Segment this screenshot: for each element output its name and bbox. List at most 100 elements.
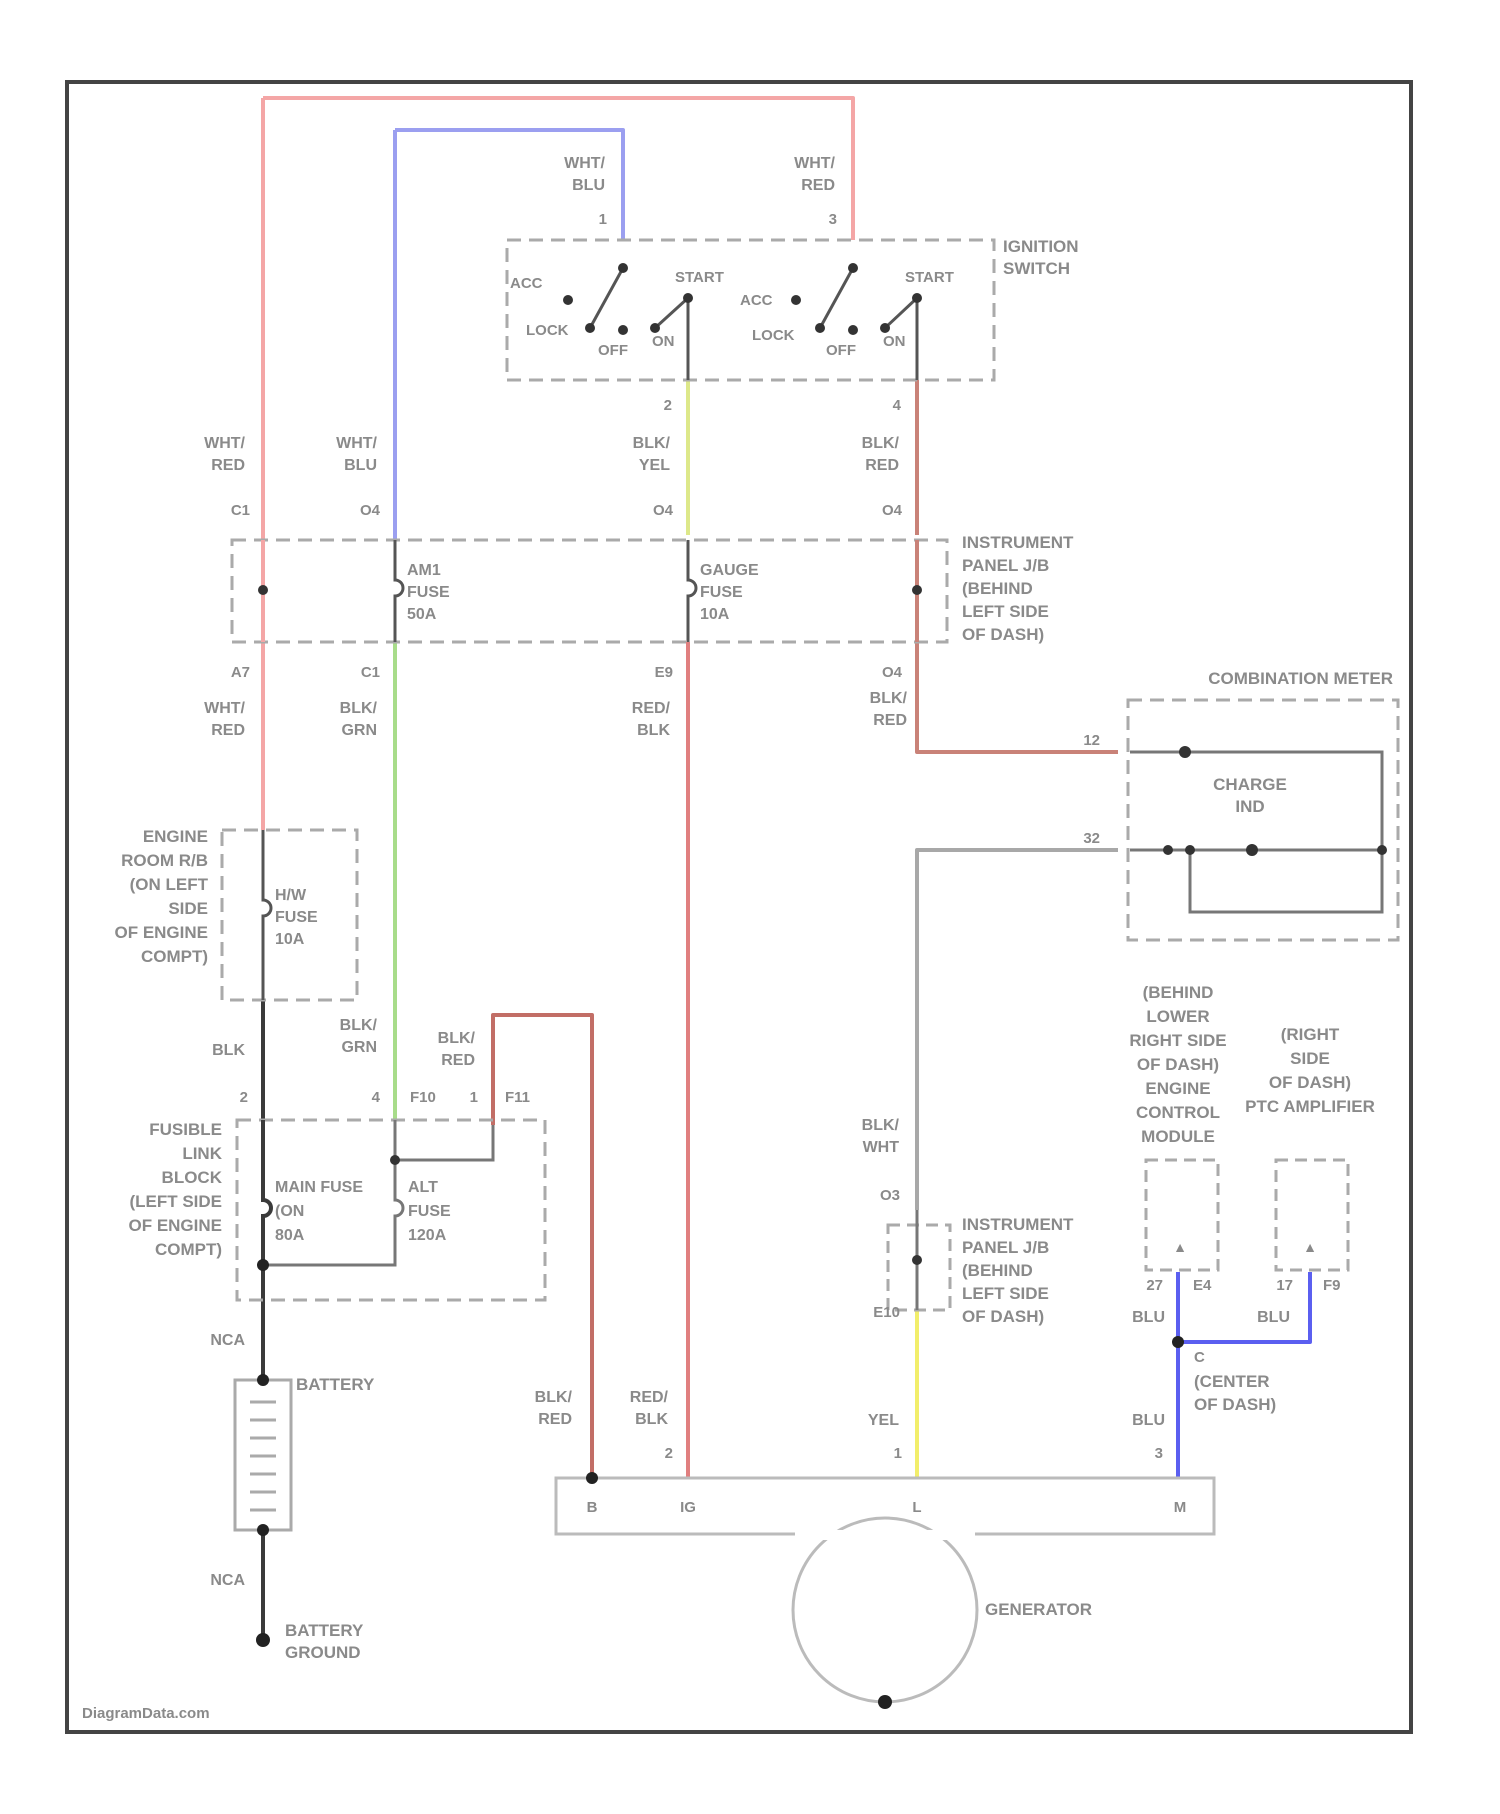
ptc-amplifier-label: OF DASH) [1269, 1073, 1351, 1092]
center-of-dash-label: OF DASH) [1194, 1395, 1276, 1414]
battery [235, 1374, 291, 1536]
wire-label-red-blk-bottom: BLK [635, 1411, 668, 1428]
instrument-panel-jb-top-label: INSTRUMENT [962, 533, 1074, 552]
wire-label-yel: YEL [868, 1412, 899, 1429]
generator-label: GENERATOR [985, 1600, 1092, 1619]
instrument-panel-jb-top-label: PANEL J/B [962, 556, 1049, 575]
wire-label-blk-wht: WHT [863, 1139, 900, 1156]
wire-label-nca-bottom: NCA [210, 1572, 245, 1589]
wire-label-wht-red-mid: RED [211, 722, 245, 739]
pin-e10: E10 [873, 1304, 900, 1321]
wire-label-blk-grn-low: BLK/ [340, 1017, 378, 1034]
watermark-text: DiagramData.com [82, 1705, 210, 1722]
wire-label-wht-red-top: WHT/ [204, 435, 245, 452]
pin-4-fl: 4 [372, 1089, 381, 1106]
wire-label-blk-red-bottom: BLK/ [535, 1389, 573, 1406]
wire-label-red-blk-bottom: RED/ [630, 1389, 669, 1406]
fusible-link-block-label: COMPT) [155, 1240, 222, 1259]
hiw-fuse-label: H/W [275, 887, 307, 904]
pin-o4-b: O4 [653, 502, 674, 519]
pin-sw2: 2 [664, 397, 672, 414]
wire-label-wht-red-top: RED [211, 457, 245, 474]
switch-start-right: START [905, 269, 954, 286]
instrument-panel-jb-top-label: (BEHIND [962, 579, 1033, 598]
pin-o3: O3 [880, 1187, 900, 1204]
wire-label-nca-top: NCA [210, 1332, 245, 1349]
svg-text:▲: ▲ [1303, 1239, 1317, 1255]
instrument-panel-jb-bottom [888, 1210, 950, 1310]
wire-label-blk-red-mid: BLK/ [870, 690, 908, 707]
switch-off-right: OFF [826, 342, 856, 359]
fusible-link-block-label: LINK [182, 1144, 222, 1163]
engine-room-rb-label: COMPT) [141, 947, 208, 966]
gen-terminal-ig: IG [680, 1499, 696, 1516]
engine-room-rb-label: ROOM R/B [121, 851, 208, 870]
engine-control-module-label: CONTROL [1136, 1103, 1220, 1122]
wire-label-red-blk-mid: BLK [637, 722, 670, 739]
ptc-amplifier-label: (RIGHT [1281, 1025, 1340, 1044]
svg-text:▲: ▲ [1173, 1239, 1187, 1255]
instrument-panel-jb-top [232, 540, 947, 642]
splice-center-of-dash [1172, 1336, 1184, 1348]
instrument-panel-jb-bottom-label: OF DASH) [962, 1307, 1044, 1326]
pin-f11: F11 [505, 1089, 530, 1106]
pin-sw3: 3 [829, 211, 837, 228]
pin-12: 12 [1083, 732, 1100, 749]
engine-room-rb-label: SIDE [168, 899, 208, 918]
pin-o4-a: O4 [360, 502, 381, 519]
wire-label-blk-grn-mid: BLK/ [340, 700, 378, 717]
wire-label-blu-right: BLU [1257, 1309, 1290, 1326]
ptc-amplifier-label: SIDE [1290, 1049, 1330, 1068]
wire-label-wht-blu-left: BLU [344, 457, 377, 474]
charge-ind-label: IND [1235, 797, 1264, 816]
pin-1-gen: 1 [894, 1445, 902, 1462]
ignition-switch-label: IGNITION [1003, 237, 1079, 256]
pin-o4-d: O4 [882, 664, 903, 681]
wire-label-wht-red-switch: WHT/ [794, 155, 835, 172]
battery-label: BATTERY [296, 1375, 375, 1394]
engine-room-rb-label: (ON LEFT [130, 875, 209, 894]
ignition-switch-label: SWITCH [1003, 259, 1070, 278]
engine-control-module-label: OF DASH) [1137, 1055, 1219, 1074]
engine-room-rb-label: OF ENGINE [114, 923, 208, 942]
gauge-fuse-label: GAUGE [700, 562, 759, 579]
instrument-panel-jb-bottom-label: PANEL J/B [962, 1238, 1049, 1257]
switch-lock-left: LOCK [526, 322, 569, 339]
pin-1-fl: 1 [470, 1089, 478, 1106]
gen-terminal-m: M [1174, 1499, 1187, 1516]
main-fuse-label: MAIN FUSE [275, 1179, 363, 1196]
engine-room-rb-label: ENGINE [143, 827, 208, 846]
engine-control-module-label: RIGHT SIDE [1129, 1031, 1226, 1050]
wire-blk-wht [917, 850, 1118, 1210]
wire-label-wht-red-switch: RED [801, 177, 835, 194]
pin-17: 17 [1276, 1277, 1293, 1294]
ptc-box: ▲ [1276, 1160, 1348, 1270]
gauge-fuse-label: FUSE [700, 584, 743, 601]
switch-acc-right: ACC [740, 292, 773, 309]
diagram-frame [67, 82, 1411, 1732]
pin-a7: A7 [231, 664, 250, 681]
wire-label-blk: BLK [212, 1042, 245, 1059]
pin-2-gen: 2 [665, 1445, 673, 1462]
wire-blk-red-alt [493, 1015, 592, 1478]
pin-32: 32 [1083, 830, 1100, 847]
wire-label-blk-yel: BLK/ [633, 435, 671, 452]
instrument-panel-jb-bottom-label: INSTRUMENT [962, 1215, 1074, 1234]
switch-on-right: ON [883, 333, 906, 350]
combination-meter [1128, 700, 1398, 940]
gen-terminal-l: L [912, 1499, 921, 1516]
pin-c1: C1 [231, 502, 250, 519]
switch-lock-right: LOCK [752, 327, 795, 344]
wire-label-blk-red-top: BLK/ [862, 435, 900, 452]
wire-label-blk-grn-low: GRN [341, 1039, 377, 1056]
instrument-panel-jb-top-label: LEFT SIDE [962, 602, 1049, 621]
wire-label-blk-red-top: RED [865, 457, 899, 474]
switch-on-left: ON [652, 333, 675, 350]
wire-label-wht-red-mid: WHT/ [204, 700, 245, 717]
am1-fuse-label: 50A [407, 606, 437, 623]
pin-2-fl: 2 [240, 1089, 248, 1106]
ecm-box: ▲ [1146, 1160, 1218, 1270]
engine-control-module-label: MODULE [1141, 1127, 1215, 1146]
pin-e9: E9 [655, 664, 673, 681]
am1-fuse-label: AM1 [407, 562, 441, 579]
